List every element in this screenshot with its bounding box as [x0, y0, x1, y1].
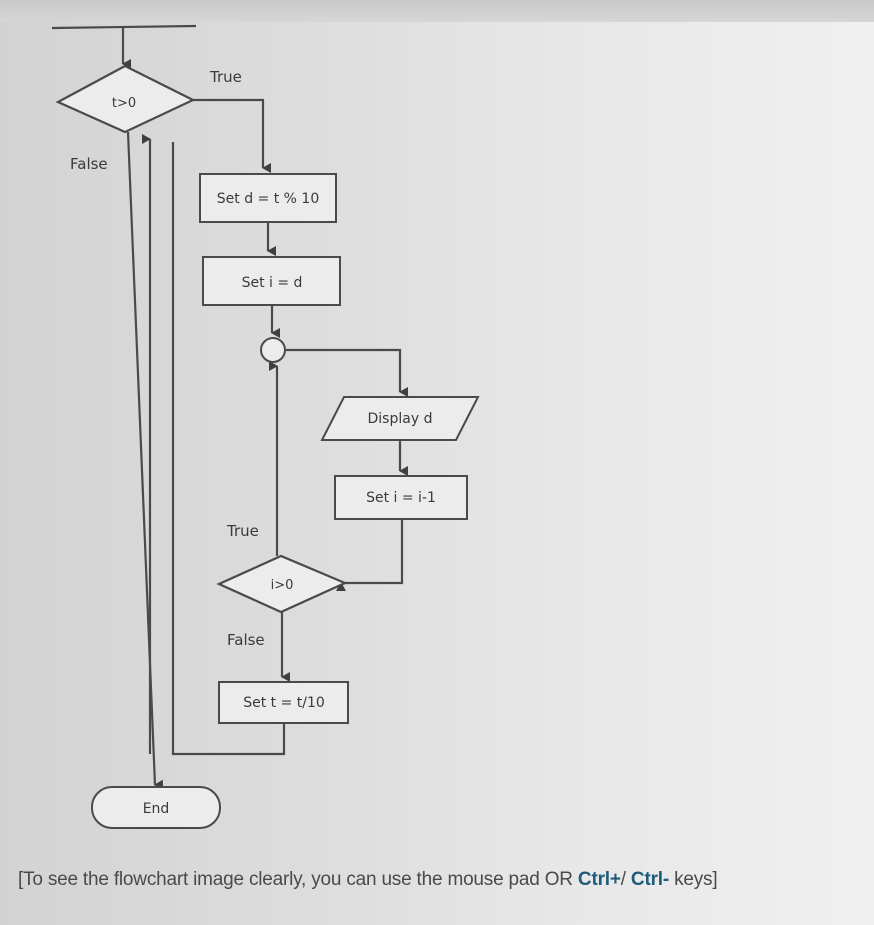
ctrl-plus-key: Ctrl+ — [577, 869, 621, 890]
outer-false-connector — [126, 131, 164, 790]
decrement-to-inner-decision-connector — [336, 519, 404, 591]
outer-loop-return-line — [171, 142, 286, 756]
outer-false-label: False — [70, 155, 108, 173]
caption-slash: / — [620, 869, 631, 890]
set-d-label: Set d = t % 10 — [217, 191, 319, 207]
outer-true-connector — [193, 98, 271, 173]
set-t-box — [218, 681, 349, 724]
outer-decision-label: t>0 — [112, 96, 136, 111]
instruction-caption: [To see the flowchart image clearly, you… — [18, 869, 858, 891]
set-i-label: Set i = d — [242, 275, 303, 291]
junction-circle — [260, 337, 286, 363]
display-label: Display d — [368, 411, 433, 427]
inner-true-label: True — [226, 522, 259, 540]
top-connector-bar — [51, 24, 197, 30]
outer-true-label: True — [209, 68, 242, 86]
top-band — [0, 0, 874, 22]
end-label: End — [143, 801, 170, 817]
caption-text-start: [To see the flowchart image clearly, you… — [18, 869, 578, 890]
inner-false-label: False — [227, 631, 265, 649]
outer-decision-diamond — [55, 64, 196, 134]
ctrl-minus-key: Ctrl- — [630, 869, 669, 890]
inner-decision-diamond — [216, 554, 348, 614]
caption-text-end: keys] — [668, 869, 718, 890]
decrement-label: Set i = i-1 — [366, 490, 436, 506]
set-t-label: Set t = t/10 — [243, 695, 325, 711]
set-i-box — [202, 256, 341, 306]
end-terminal — [91, 786, 221, 829]
display-parallelogram — [320, 396, 480, 441]
inner-decision-label: i>0 — [271, 578, 294, 593]
junction-to-display-connector — [286, 348, 408, 397]
set-d-box — [199, 173, 337, 223]
decrement-box — [334, 475, 468, 520]
